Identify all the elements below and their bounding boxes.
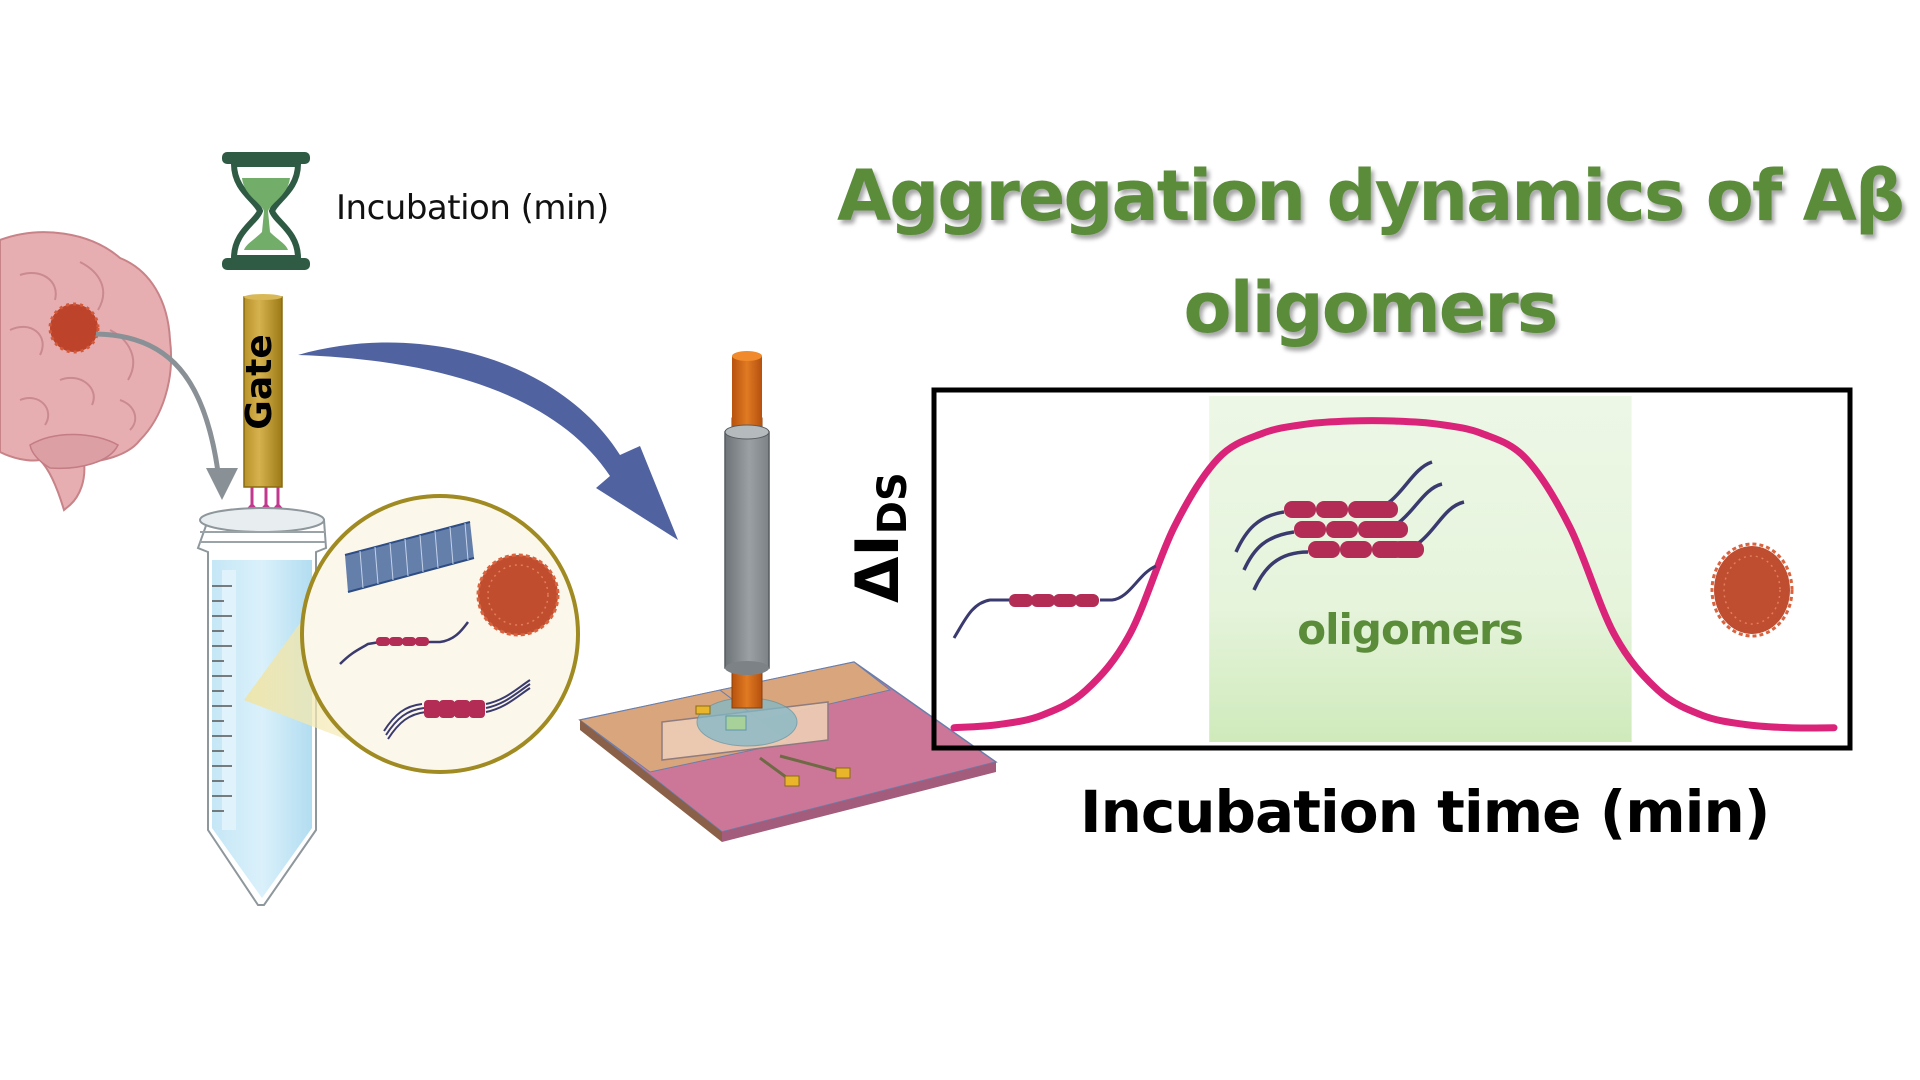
- oligomers-band-label: oligomers: [1297, 605, 1524, 654]
- hourglass-icon: [222, 152, 310, 270]
- monomer-chain-icon: [339, 621, 470, 665]
- contact-pad: [784, 775, 800, 787]
- y-axis-label-main: ΔI: [843, 534, 913, 603]
- sample-tube-icon: [196, 507, 328, 906]
- oligomer-stack-icon: [1234, 460, 1465, 591]
- plaque-icon: [50, 304, 98, 352]
- x-axis-label: Incubation time (min): [1080, 778, 1770, 846]
- amorphous-aggregate-icon: [476, 553, 560, 637]
- tube-graduations: [212, 585, 232, 812]
- y-axis-label: ΔIDS: [843, 443, 933, 603]
- title-line-1: Aggregation dynamics of Aβ: [837, 155, 1905, 237]
- y-axis-label-subscript: DS: [870, 472, 916, 535]
- contact-pad: [835, 767, 851, 779]
- zoom-circle-icon: [300, 494, 580, 774]
- sample-arrow-icon: [95, 331, 238, 500]
- oligomer-highlight-band: [1209, 396, 1632, 742]
- gate-label: Gate: [239, 334, 280, 430]
- incubation-label: Incubation (min): [336, 188, 609, 228]
- page-title: Aggregation dynamics of Aβ oligomers: [820, 140, 1920, 364]
- oligomer-stack-icon: [383, 679, 531, 740]
- monomer-chain-icon: [952, 564, 1157, 639]
- transfer-arrow-icon: [298, 342, 678, 540]
- plot-frame: [931, 387, 1853, 751]
- title-line-2: oligomers: [1183, 267, 1559, 349]
- fibril-icon: [344, 521, 475, 593]
- transistor-device-icon: [578, 351, 998, 842]
- gate-electrode-icon: [242, 294, 288, 515]
- contact-pad: [695, 705, 711, 715]
- plot-area: [931, 387, 1853, 751]
- amorphous-aggregate-icon: [1710, 542, 1794, 638]
- brain-with-plaque-icon: [0, 231, 172, 512]
- response-curve: [950, 417, 1838, 732]
